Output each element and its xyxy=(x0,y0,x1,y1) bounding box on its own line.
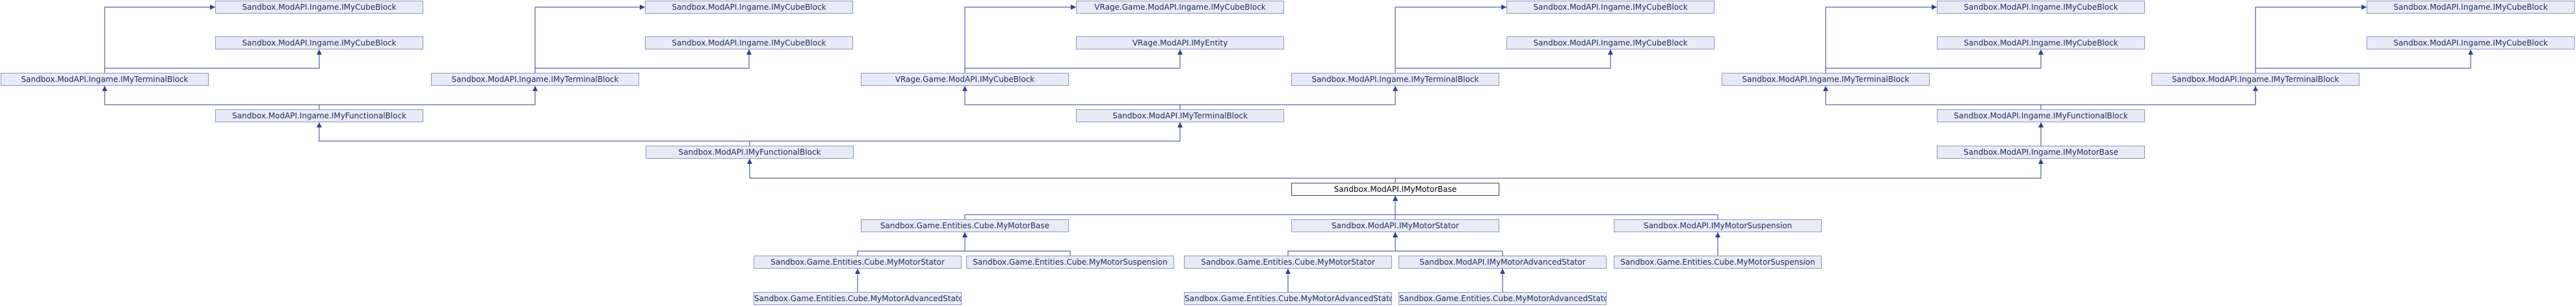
class-node-sandbox-game-entities-cube-mymotorstator[interactable]: Sandbox.Game.Entities.Cube.MyMotorStator xyxy=(1184,256,1392,269)
class-node-sandbox-modapi-ingame-imyterminalblock[interactable]: Sandbox.ModAPI.Ingame.IMyTerminalBlock xyxy=(2151,73,2359,86)
class-node-sandbox-game-entities-cube-mymotorbase[interactable]: Sandbox.Game.Entities.Cube.MyMotorBase xyxy=(861,219,1069,232)
edge-n19-to-n13 xyxy=(104,86,320,109)
edge-n20-to-n15 xyxy=(964,86,1181,109)
edge-n27-to-n24 xyxy=(1395,196,1718,219)
class-node-sandbox-game-entities-cube-mymotoradvancedstator[interactable]: Sandbox.Game.Entities.Cube.MyMotorAdvanc… xyxy=(1184,292,1392,305)
arrowhead-n35-to-n31 xyxy=(1500,269,1505,274)
edge-n24-to-n22 xyxy=(749,159,1396,183)
arrowhead-n32-to-n27 xyxy=(1715,232,1720,237)
arrowhead-n20-to-n15 xyxy=(962,86,967,91)
arrowhead-n21-to-n18 xyxy=(2253,86,2258,91)
edge-n28-to-n25 xyxy=(857,232,966,256)
edge-n21-to-n18 xyxy=(2040,86,2256,109)
arrowhead-n14-to-n04 xyxy=(746,49,752,55)
class-node-sandbox-modapi-ingame-imyterminalblock[interactable]: Sandbox.ModAPI.Ingame.IMyTerminalBlock xyxy=(1722,73,1930,86)
arrowhead-n24-to-n22 xyxy=(747,159,752,164)
class-node-sandbox-modapi-ingame-imymotorbase[interactable]: Sandbox.ModAPI.Ingame.IMyMotorBase xyxy=(1937,146,2145,159)
class-node-sandbox-modapi-ingame-imycubeblock[interactable]: Sandbox.ModAPI.Ingame.IMyCubeBlock xyxy=(1937,1,2145,14)
edge-n21-to-n17 xyxy=(1825,86,2042,109)
class-node-sandbox-modapi-ingame-imyfunctionalblock[interactable]: Sandbox.ModAPI.Ingame.IMyFunctionalBlock xyxy=(215,109,423,122)
edge-n19-to-n14 xyxy=(319,86,536,109)
edge-n25-to-n24 xyxy=(964,196,1396,219)
arrowhead-n24-to-n23 xyxy=(2038,159,2044,164)
class-node-sandbox-modapi-imymotorstator[interactable]: Sandbox.ModAPI.IMyMotorStator xyxy=(1291,219,1499,232)
edge-n14-to-n03 xyxy=(534,7,645,73)
edge-n18-to-n11 xyxy=(2255,7,2367,73)
class-node-sandbox-modapi-ingame-imycubeblock[interactable]: Sandbox.ModAPI.Ingame.IMyCubeBlock xyxy=(1937,36,2145,49)
arrowhead-n19-to-n13 xyxy=(102,86,107,91)
edge-n30-to-n26 xyxy=(1287,232,1396,256)
edge-n15-to-n06 xyxy=(964,49,1181,73)
arrowhead-n15-to-n06 xyxy=(1177,49,1183,55)
arrowhead-n22-to-n20 xyxy=(1177,122,1183,127)
class-node-vrage-game-modapi-imycubeblock[interactable]: VRage.Game.ModAPI.IMyCubeBlock xyxy=(861,73,1069,86)
edge-n29-to-n25 xyxy=(964,232,1071,256)
arrowhead-n23-to-n21 xyxy=(2038,122,2044,127)
arrowhead-n15-to-n05 xyxy=(1071,5,1076,10)
edge-n16-to-n07 xyxy=(1395,7,1506,73)
class-node-sandbox-modapi-imyfunctionalblock[interactable]: Sandbox.ModAPI.IMyFunctionalBlock xyxy=(646,146,854,159)
edge-n17-to-n09 xyxy=(1825,7,1937,73)
arrowhead-n16-to-n07 xyxy=(1501,5,1506,10)
class-node-sandbox-game-entities-cube-mymotorstator[interactable]: Sandbox.Game.Entities.Cube.MyMotorStator xyxy=(754,256,962,269)
arrowhead-n18-to-n11 xyxy=(2361,5,2367,10)
arrowhead-n31-to-n26 xyxy=(1393,232,1398,237)
arrowhead-n16-to-n08 xyxy=(1608,49,1613,55)
class-node-sandbox-modapi-ingame-imycubeblock[interactable]: Sandbox.ModAPI.Ingame.IMyCubeBlock xyxy=(1506,36,1715,49)
edge-n16-to-n08 xyxy=(1395,49,1611,73)
edge-n31-to-n26 xyxy=(1395,232,1503,256)
class-node-sandbox-modapi-imymotoradvancedstator[interactable]: Sandbox.ModAPI.IMyMotorAdvancedStator xyxy=(1399,256,1607,269)
arrowhead-n18-to-n12 xyxy=(2468,49,2473,55)
edge-n20-to-n16 xyxy=(1179,86,1396,109)
class-node-sandbox-game-entities-cube-mymotorsuspension[interactable]: Sandbox.Game.Entities.Cube.MyMotorSuspen… xyxy=(966,256,1174,269)
class-node-vrage-modapi-imyentity[interactable]: VRage.ModAPI.IMyEntity xyxy=(1076,36,1284,49)
edge-n18-to-n12 xyxy=(2255,49,2471,73)
class-node-sandbox-game-entities-cube-mymotoradvancedstator[interactable]: Sandbox.Game.Entities.Cube.MyMotorAdvanc… xyxy=(754,292,962,305)
class-node-sandbox-modapi-imyterminalblock[interactable]: Sandbox.ModAPI.IMyTerminalBlock xyxy=(1076,109,1284,122)
class-node-sandbox-modapi-ingame-imycubeblock[interactable]: Sandbox.ModAPI.Ingame.IMyCubeBlock xyxy=(645,36,853,49)
class-node-sandbox-modapi-ingame-imyfunctionalblock[interactable]: Sandbox.ModAPI.Ingame.IMyFunctionalBlock xyxy=(1937,109,2145,122)
arrowhead-n20-to-n16 xyxy=(1393,86,1398,91)
class-node-vrage-game-modapi-ingame-imycubeblock[interactable]: VRage.Game.ModAPI.Ingame.IMyCubeBlock xyxy=(1076,1,1284,14)
arrowhead-n19-to-n14 xyxy=(532,86,538,91)
class-node-sandbox-modapi-ingame-imycubeblock[interactable]: Sandbox.ModAPI.Ingame.IMyCubeBlock xyxy=(215,1,423,14)
arrowhead-n34-to-n30 xyxy=(1285,269,1291,274)
arrowhead-n13-to-n02 xyxy=(317,49,322,55)
class-node-sandbox-modapi-ingame-imycubeblock[interactable]: Sandbox.ModAPI.Ingame.IMyCubeBlock xyxy=(215,36,423,49)
edge-n14-to-n04 xyxy=(534,49,750,73)
edge-n22-to-n20 xyxy=(749,122,1181,146)
edge-n17-to-n10 xyxy=(1825,49,2042,73)
arrowhead-n13-to-n01 xyxy=(210,5,215,10)
arrowhead-n17-to-n10 xyxy=(2038,49,2044,55)
edge-n15-to-n05 xyxy=(964,7,1076,73)
edge-n13-to-n02 xyxy=(104,49,320,73)
class-node-sandbox-modapi-ingame-imycubeblock[interactable]: Sandbox.ModAPI.Ingame.IMyCubeBlock xyxy=(645,1,853,14)
edge-n22-to-n19 xyxy=(319,122,750,146)
arrowhead-n17-to-n09 xyxy=(1932,5,1937,10)
class-node-sandbox-game-entities-cube-mymotoradvancedstator[interactable]: Sandbox.Game.Entities.Cube.MyMotorAdvanc… xyxy=(1399,292,1607,305)
edge-n24-to-n23 xyxy=(1395,159,2042,183)
arrowhead-n33-to-n28 xyxy=(855,269,860,274)
class-node-sandbox-modapi-imymotorsuspension[interactable]: Sandbox.ModAPI.IMyMotorSuspension xyxy=(1614,219,1822,232)
arrowhead-n27-to-n24 xyxy=(1393,196,1398,201)
arrowhead-n22-to-n19 xyxy=(317,122,322,127)
class-node-sandbox-modapi-ingame-imyterminalblock[interactable]: Sandbox.ModAPI.Ingame.IMyTerminalBlock xyxy=(1,73,209,86)
arrowhead-n14-to-n03 xyxy=(640,5,645,10)
class-node-sandbox-modapi-ingame-imycubeblock[interactable]: Sandbox.ModAPI.Ingame.IMyCubeBlock xyxy=(2367,36,2575,49)
class-node-sandbox-modapi-ingame-imyterminalblock[interactable]: Sandbox.ModAPI.Ingame.IMyTerminalBlock xyxy=(1291,73,1499,86)
class-node-sandbox-modapi-ingame-imycubeblock[interactable]: Sandbox.ModAPI.Ingame.IMyCubeBlock xyxy=(2367,1,2575,14)
arrowhead-n29-to-n25 xyxy=(962,232,967,237)
class-node-sandbox-modapi-ingame-imyterminalblock[interactable]: Sandbox.ModAPI.Ingame.IMyTerminalBlock xyxy=(431,73,639,86)
class-node-sandbox-modapi-ingame-imycubeblock[interactable]: Sandbox.ModAPI.Ingame.IMyCubeBlock xyxy=(1506,1,1715,14)
edge-n13-to-n01 xyxy=(104,7,215,73)
arrowhead-n21-to-n17 xyxy=(1823,86,1828,91)
class-node-sandbox-modapi-imymotorbase[interactable]: Sandbox.ModAPI.IMyMotorBase xyxy=(1291,183,1499,196)
class-node-sandbox-game-entities-cube-mymotorsuspension[interactable]: Sandbox.Game.Entities.Cube.MyMotorSuspen… xyxy=(1614,256,1822,269)
